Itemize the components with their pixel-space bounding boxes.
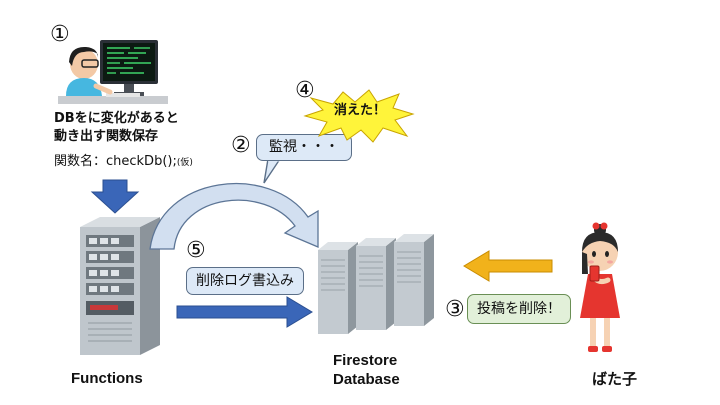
watch-bubble-tail xyxy=(263,158,282,184)
functions-server-illustration xyxy=(80,217,160,355)
functions-label: Functions xyxy=(71,370,143,387)
function-name-line: 関数名：checkDb();(仮) xyxy=(54,153,193,172)
deploy-down-arrow xyxy=(90,179,140,214)
step-2-number: ② xyxy=(231,133,251,158)
developer-description-line-1: DBをに変化があると xyxy=(54,111,179,126)
delete-post-speech-bubble: 投稿を削除！ xyxy=(467,294,571,324)
watch-speech-bubble: 監視・・・ xyxy=(256,134,352,161)
function-name-note: (仮) xyxy=(176,158,193,168)
step-1-number: ① xyxy=(50,22,70,47)
user-girl-illustration xyxy=(580,222,620,352)
write-log-arrow xyxy=(176,296,313,328)
vanished-text: 消えた！ xyxy=(334,103,387,118)
firestore-label-line-2: Database xyxy=(333,371,400,388)
developer-at-computer-illustration xyxy=(58,40,168,104)
firestore-database-illustration xyxy=(318,234,434,334)
write-log-speech-bubble: 削除ログ書込み xyxy=(186,267,304,295)
monitor-curved-arrow xyxy=(149,183,319,250)
step-4-number: ④ xyxy=(295,78,315,103)
user-label: ばた子 xyxy=(592,371,638,388)
step-3-number: ③ xyxy=(445,297,465,322)
firestore-label-line-1: Firestore xyxy=(333,352,398,369)
developer-description-line-2: 動き出す関数保存 xyxy=(54,129,159,144)
vanished-burst-shape xyxy=(303,89,415,143)
step-5-number: ⑤ xyxy=(186,238,206,263)
function-name: 関数名：checkDb(); xyxy=(54,154,177,169)
delete-request-arrow xyxy=(463,250,553,282)
